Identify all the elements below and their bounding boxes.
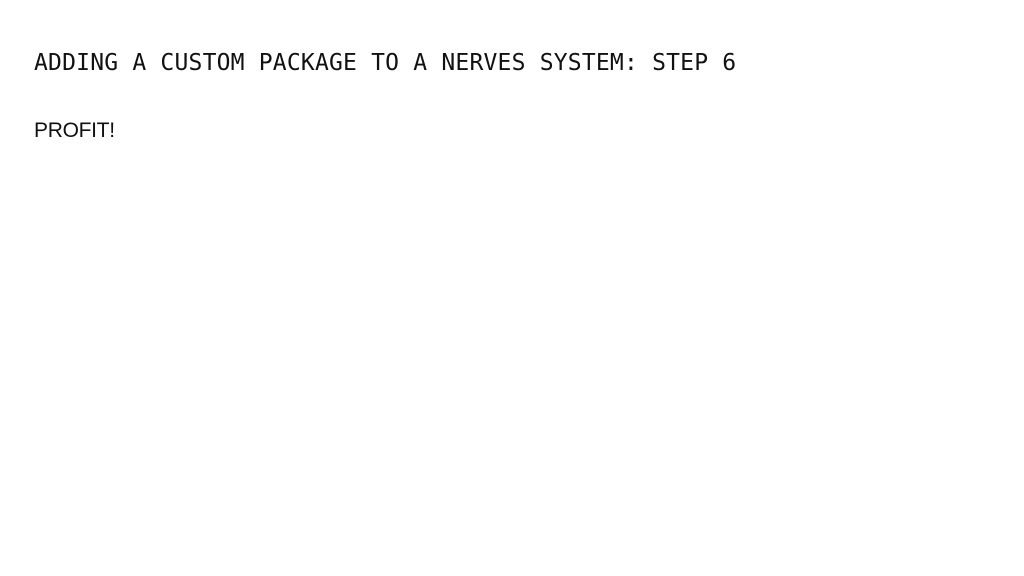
slide-body-text: PROFIT! — [34, 119, 115, 142]
slide-title: ADDING A CUSTOM PACKAGE TO A NERVES SYST… — [34, 50, 737, 76]
